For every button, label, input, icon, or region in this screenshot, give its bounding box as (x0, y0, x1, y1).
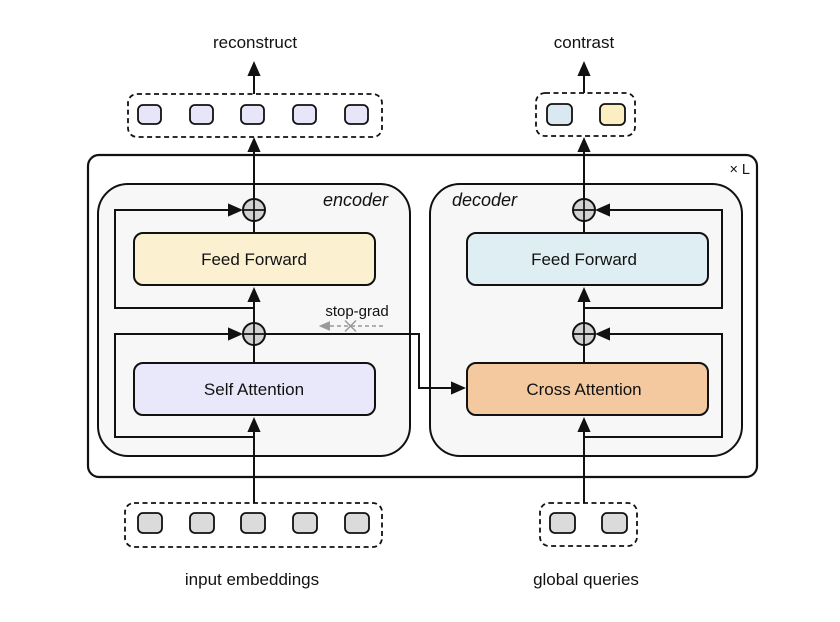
token-yellow (599, 103, 626, 126)
encoder-label: encoder (323, 190, 389, 210)
decoder-residual-feed-forward (584, 203, 723, 309)
cross-attention-label: Cross Attention (526, 380, 641, 399)
input-embedding-tokens (137, 512, 370, 534)
encoder-add-node-top-icon (242, 198, 266, 222)
layer-repeat-label: × L (729, 162, 750, 178)
global-queries-label: global queries (533, 570, 639, 589)
encoder-feed-forward-block (133, 232, 376, 286)
token (549, 512, 576, 534)
reconstruct-tokens (137, 104, 369, 125)
token (292, 512, 318, 534)
token (189, 104, 214, 125)
decoder-residual-cross-attention (584, 327, 723, 438)
reconstruct-label: reconstruct (213, 33, 297, 52)
stop-grad-label: stop-grad (325, 303, 388, 320)
token (240, 512, 266, 534)
encoder-feed-forward-label: Feed Forward (201, 250, 307, 269)
contrast-label: contrast (554, 33, 615, 52)
token (240, 104, 265, 125)
stop-grad-cross-icon (344, 319, 357, 333)
contrast-tokens (546, 103, 626, 126)
encoder-to-decoder-connector (265, 333, 466, 395)
token (601, 512, 628, 534)
encoder-residual-self-attention (114, 327, 254, 438)
encoder-residual-feed-forward (114, 203, 254, 309)
token (189, 512, 215, 534)
self-attention-label: Self Attention (204, 380, 304, 399)
decoder-feed-forward-block (466, 232, 709, 286)
token (344, 512, 370, 534)
token-blue (546, 103, 573, 126)
token (292, 104, 317, 125)
encoder-add-node-bottom-icon (242, 322, 266, 346)
cross-attention-block (466, 362, 709, 416)
decoder-add-node-top-icon (572, 198, 596, 222)
input-embeddings-label: input embeddings (185, 570, 319, 589)
token (344, 104, 369, 125)
self-attention-block (133, 362, 376, 416)
global-query-tokens (549, 512, 628, 534)
decoder-label: decoder (452, 190, 518, 210)
token (137, 512, 163, 534)
token (137, 104, 162, 125)
decoder-add-node-bottom-icon (572, 322, 596, 346)
decoder-feed-forward-label: Feed Forward (531, 250, 637, 269)
